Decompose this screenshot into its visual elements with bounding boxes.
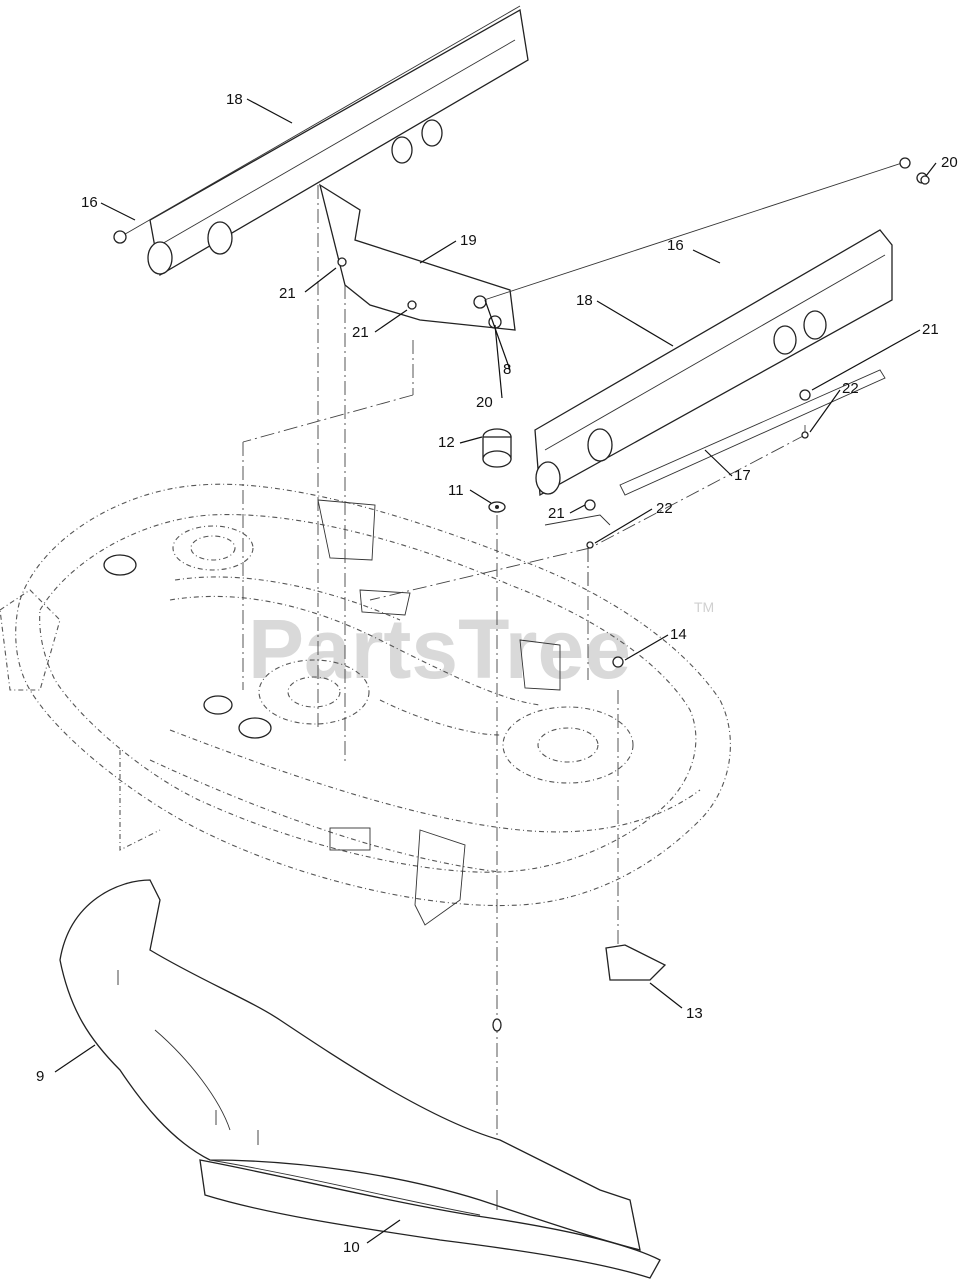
callout-13: 13: [686, 1005, 703, 1022]
callout-12: 12: [438, 434, 455, 451]
callout-22-a: 22: [842, 380, 859, 397]
callout-11: 11: [448, 482, 464, 499]
callout-18-right: 18: [576, 292, 593, 309]
leader-lines: [54, 98, 937, 1244]
watermark-text: PartsTree: [248, 602, 631, 696]
callout-8: 8: [503, 361, 511, 378]
hardware: [337, 175, 930, 668]
watermark-tm: TM: [694, 599, 714, 615]
callout-20-right: 20: [941, 154, 958, 171]
callout-18-left: 18: [226, 91, 243, 108]
callout-21-a: 21: [279, 285, 296, 302]
deflector-clip: [605, 944, 667, 981]
rod-left: [113, 5, 521, 244]
roller-bracket-left: [147, 8, 529, 331]
mower-deck: [0, 483, 731, 926]
roller-bracket-right: [473, 157, 928, 497]
callout-21-b: 21: [352, 324, 369, 341]
callout-10: 10: [343, 1239, 360, 1256]
callout-17: 17: [734, 467, 751, 484]
knob-assembly: [482, 428, 512, 513]
callout-20-center: 20: [476, 394, 493, 411]
watermark: PartsTree TM: [248, 599, 714, 696]
callout-19: 19: [460, 232, 477, 249]
bar-17: [544, 369, 886, 526]
callout-16-left: 16: [81, 194, 98, 211]
callout-21-c: 21: [922, 321, 939, 338]
baffle-10: [199, 1018, 661, 1279]
callout-14: 14: [670, 626, 687, 643]
callout-22-b: 22: [656, 500, 673, 517]
callout-9: 9: [36, 1068, 44, 1085]
callout-21-d: 21: [548, 505, 565, 522]
callout-16-right: 16: [667, 237, 684, 254]
callout-labels: 18 16 19 21 21 20 16 18 21 8 20 22 12 17…: [36, 91, 958, 1256]
